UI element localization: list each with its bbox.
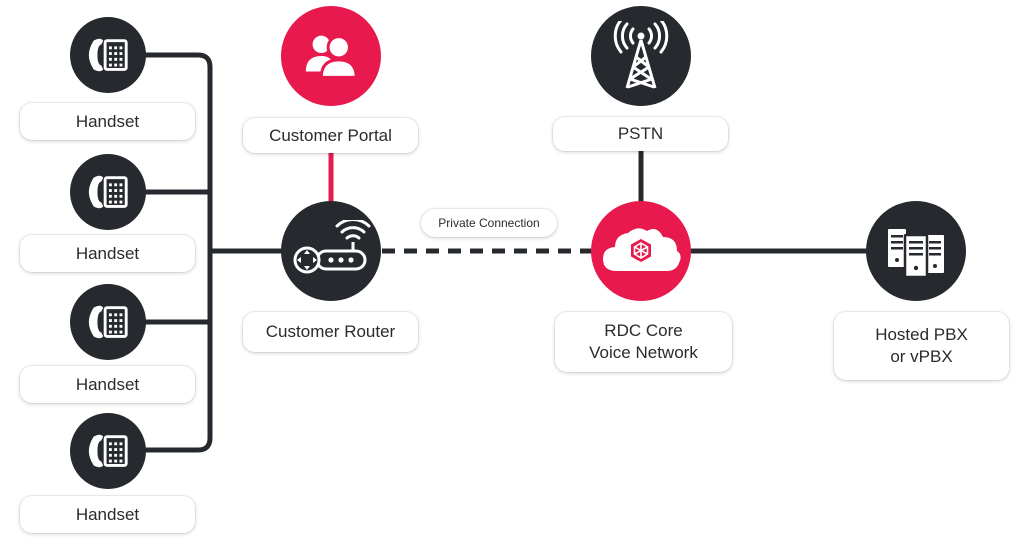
handset-label: Handset bbox=[20, 366, 195, 403]
private-connection-label: Private Connection bbox=[421, 209, 557, 237]
customer-portal-label: Customer Portal bbox=[243, 118, 418, 153]
phone-icon bbox=[85, 428, 131, 474]
phone-icon bbox=[85, 299, 131, 345]
customer-router-label: Customer Router bbox=[243, 312, 418, 352]
rdc-core-node bbox=[591, 201, 691, 301]
router-icon bbox=[291, 220, 371, 282]
handset-label: Handset bbox=[20, 103, 195, 140]
handset-label: Handset bbox=[20, 496, 195, 533]
handset-node bbox=[70, 284, 146, 360]
customer-portal-node bbox=[281, 6, 381, 106]
cloud-icon bbox=[599, 223, 683, 279]
rdc-core-label: RDC Core Voice Network bbox=[555, 312, 732, 372]
handset-node bbox=[70, 154, 146, 230]
hosted-pbx-node bbox=[866, 201, 966, 301]
handset-node bbox=[70, 413, 146, 489]
phone-icon bbox=[85, 32, 131, 78]
phone-icon bbox=[85, 169, 131, 215]
handset-label: Handset bbox=[20, 235, 195, 272]
pstn-node bbox=[591, 6, 691, 106]
customer-router-node bbox=[281, 201, 381, 301]
antenna-tower-icon bbox=[609, 21, 673, 91]
users-icon bbox=[300, 25, 362, 87]
hosted-pbx-label: Hosted PBX or vPBX bbox=[834, 312, 1009, 380]
pstn-label: PSTN bbox=[553, 117, 728, 151]
servers-icon bbox=[885, 223, 947, 279]
handset-node bbox=[70, 17, 146, 93]
